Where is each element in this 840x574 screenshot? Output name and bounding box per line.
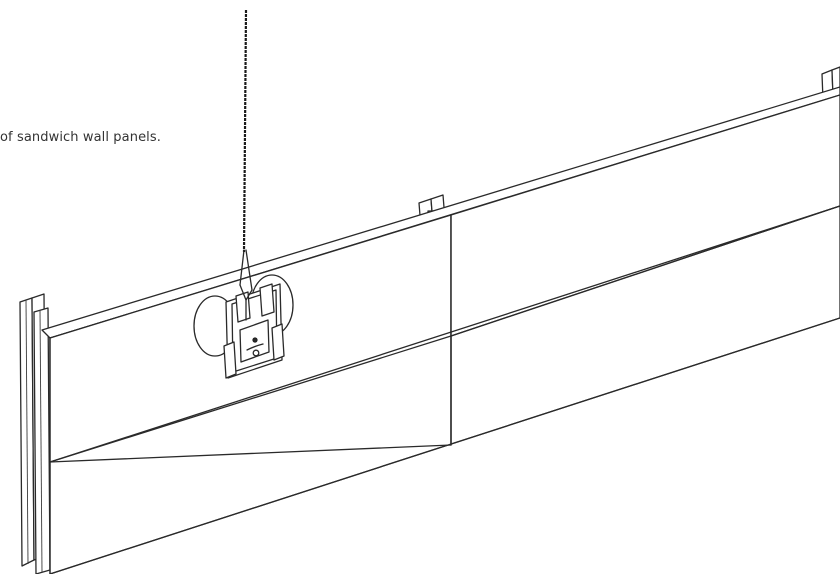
panel-vertical-joint <box>49 205 840 574</box>
vacuum-lifter-icon <box>193 274 294 379</box>
left-steel-post <box>19 293 51 574</box>
caption-text: of sandwich wall panels. <box>0 130 161 145</box>
hoist-chain <box>239 9 253 291</box>
